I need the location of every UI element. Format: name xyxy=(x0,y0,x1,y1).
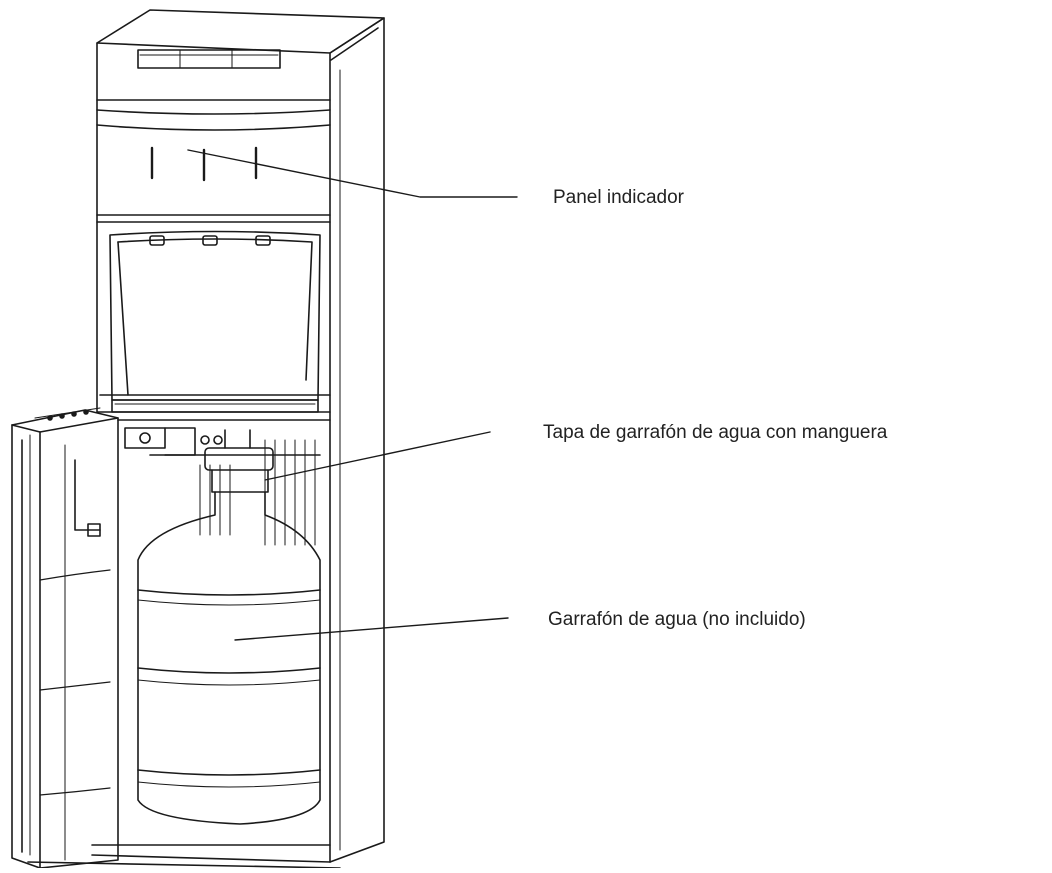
bottle-cap xyxy=(204,429,274,493)
leader-line-panel xyxy=(187,149,518,198)
label-panel-indicador: Panel indicador xyxy=(553,187,684,208)
label-garrafon-agua: Garrafón de agua (no incluido) xyxy=(548,609,806,630)
label-tapa-garrafon: Tapa de garrafón de agua con manguera xyxy=(543,422,888,443)
water-bottle xyxy=(137,491,321,825)
leader-line-bottle xyxy=(234,617,509,641)
open-door xyxy=(11,407,119,869)
top-handle xyxy=(137,49,281,69)
dispenser-cabinet xyxy=(27,9,385,869)
internal-hardware xyxy=(117,419,331,546)
leader-lines xyxy=(187,149,518,641)
leader-line-cap xyxy=(264,431,491,481)
indicator-panel xyxy=(96,99,331,223)
dispensing-alcove xyxy=(99,230,331,413)
